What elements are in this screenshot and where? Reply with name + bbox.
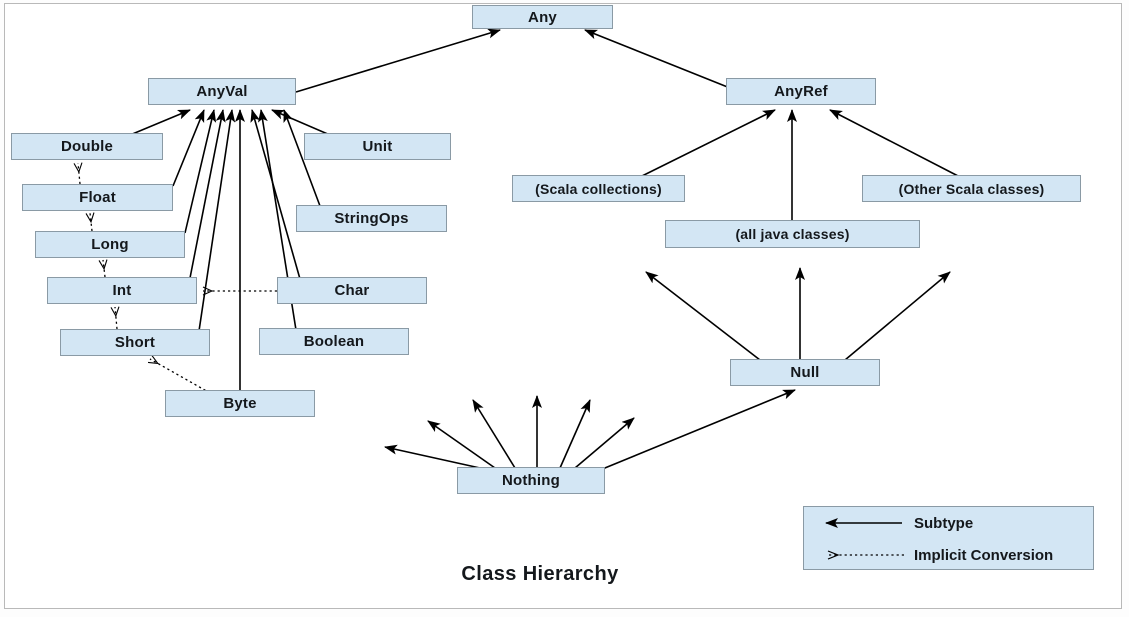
legend: Subtype Implicit Conversion [803,506,1094,570]
node-double[interactable]: Double [11,133,163,160]
node-char[interactable]: Char [277,277,427,304]
node-all-java-classes[interactable]: (all java classes) [665,220,920,248]
node-null[interactable]: Null [730,359,880,386]
node-short[interactable]: Short [60,329,210,356]
legend-item-implicit-conversion: Implicit Conversion [804,539,1095,571]
node-label: Nothing [501,472,561,489]
implicit-conversion-edges [78,163,277,394]
node-label: AnyVal [196,83,248,100]
node-unit[interactable]: Unit [304,133,451,160]
node-label: Int [112,282,132,299]
node-anyval[interactable]: AnyVal [148,78,296,105]
node-any[interactable]: Any [472,5,613,29]
node-scala-collections[interactable]: (Scala collections) [512,175,685,202]
node-anyref[interactable]: AnyRef [726,78,876,105]
legend-label-subtype: Subtype [914,514,974,532]
dotted-arrow-icon [804,540,904,570]
node-boolean[interactable]: Boolean [259,328,409,355]
legend-label-implicit-conversion: Implicit Conversion [914,546,1054,564]
diagram-title: Class Hierarchy [461,563,619,585]
node-label: Double [60,138,114,155]
node-label: StringOps [334,210,409,227]
node-label: Short [114,334,156,351]
node-other-scala-classes[interactable]: (Other Scala classes) [862,175,1081,202]
legend-item-subtype: Subtype [804,507,1095,539]
node-label: AnyRef [774,83,828,100]
node-label: (Scala collections) [535,180,662,197]
node-long[interactable]: Long [35,231,185,258]
node-label: Any [528,8,557,26]
node-float[interactable]: Float [22,184,173,211]
node-label: Byte [223,395,257,412]
node-label: (Other Scala classes) [898,180,1045,197]
node-label: Char [334,282,370,299]
node-label: Float [79,189,116,206]
node-nothing[interactable]: Nothing [457,467,605,494]
node-stringops[interactable]: StringOps [296,205,447,232]
node-label: Boolean [303,333,365,350]
node-label: (all java classes) [735,226,850,242]
node-int[interactable]: Int [47,277,197,304]
node-byte[interactable]: Byte [165,390,315,417]
node-label: Null [790,364,820,381]
solid-arrow-icon [825,518,902,528]
node-label: Long [91,236,129,253]
node-label: Unit [362,138,393,155]
